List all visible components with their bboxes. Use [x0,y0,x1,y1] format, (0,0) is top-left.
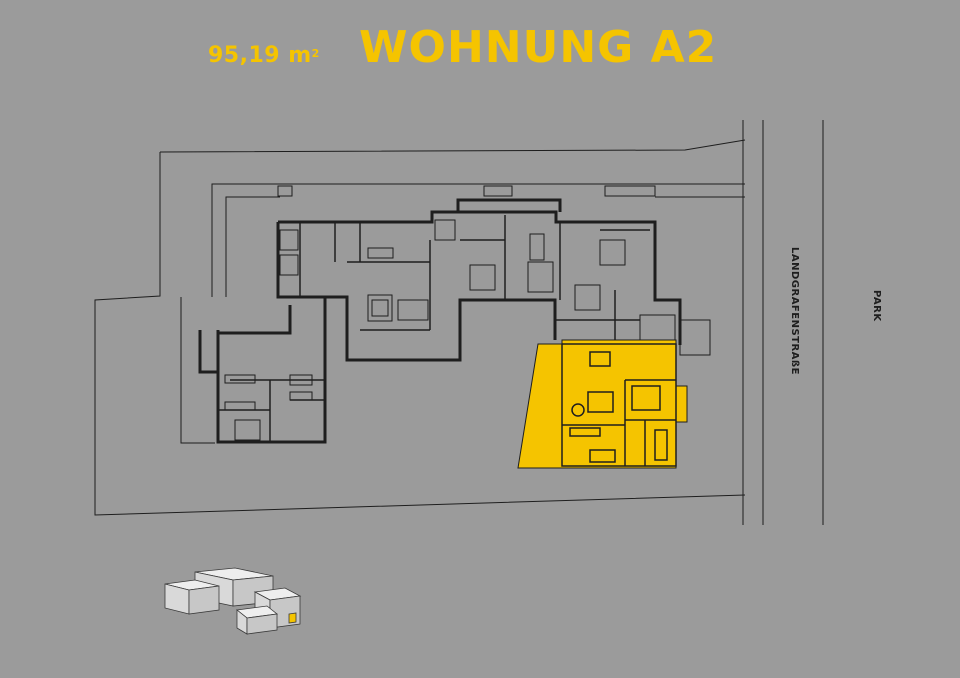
building-locator-icon [164,567,302,635]
area-unit-superscript: 2 [311,47,320,60]
apartment-a2-balcony[interactable] [675,385,688,423]
apartment-a2-walls [561,343,677,467]
apartment-title: WOHNUNG A2 [359,22,718,73]
furniture [224,185,711,441]
apartment-area: 95,19 m2 [208,43,320,68]
building-walls [198,198,682,444]
site-outline [94,120,824,525]
area-value: 95,19 m [208,43,312,68]
interior-walls [218,215,650,442]
street-label: LANDGRAFENSTRAßE [789,247,800,375]
park-label: PARK [871,290,882,322]
apartment-a2-highlight[interactable] [517,339,677,469]
